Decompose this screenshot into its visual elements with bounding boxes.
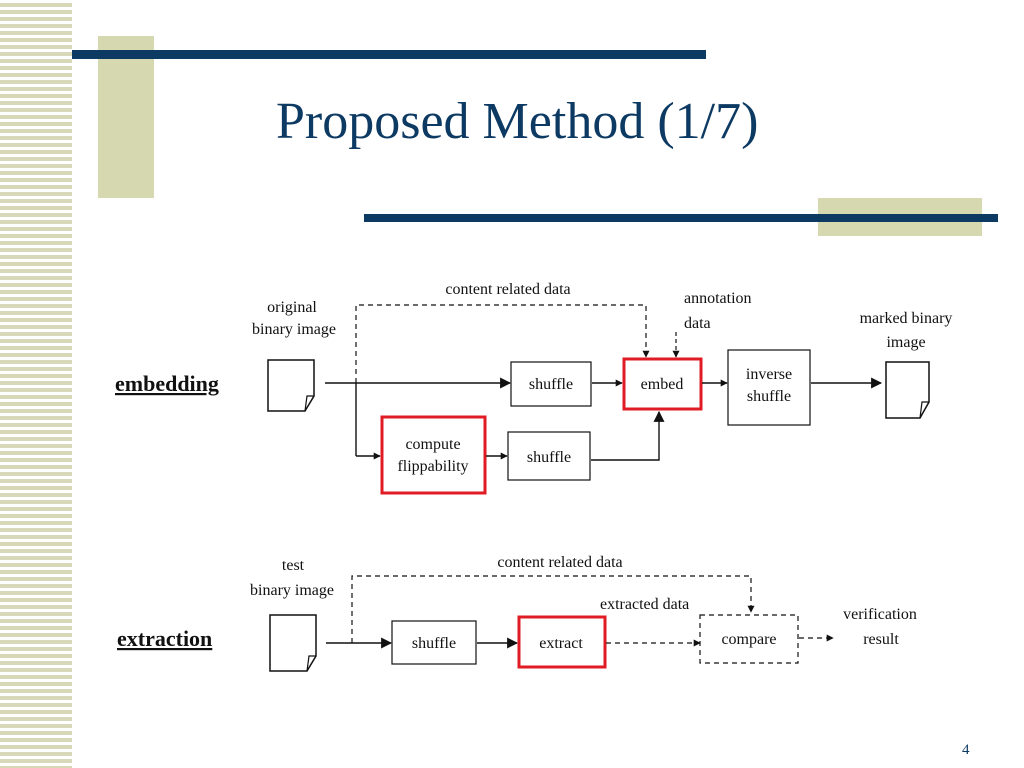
- inverse-shuffle-box: [727, 349, 811, 426]
- extracted-data-label: extracted data: [600, 596, 689, 613]
- embedding-section-label: embedding: [115, 371, 219, 396]
- annotation-label-line2: data: [684, 315, 711, 332]
- result-label-line1: verification: [843, 606, 917, 623]
- extract-box: [517, 615, 607, 669]
- original-label-line1: original: [267, 299, 317, 316]
- test-label-line2: binary image: [250, 582, 334, 599]
- striped-sidebar: [0, 0, 72, 768]
- embed-label: embed: [641, 376, 684, 393]
- inverse-shuffle-line1: inverse: [746, 366, 792, 383]
- original-label-line2: binary image: [252, 321, 336, 338]
- extraction-shuffle-box: [391, 620, 477, 665]
- compute-flippability-box: [380, 415, 487, 495]
- original-image-doc-icon: [267, 359, 315, 412]
- doc-fold-icon: [306, 655, 316, 672]
- marked-image-label-line2: image: [886, 334, 925, 351]
- content-data-label: content related data: [445, 281, 570, 298]
- doc-fold-icon: [304, 395, 314, 412]
- test-image-doc-icon: [269, 614, 317, 672]
- embed-box: [622, 357, 703, 411]
- compare-label: compare: [721, 631, 776, 648]
- compute-label-line2: flippability: [397, 458, 468, 475]
- page-number: 4: [962, 742, 970, 758]
- extraction-content-data-label: content related data: [497, 554, 622, 571]
- shuffle-1-box: [510, 361, 592, 407]
- shuffle-2-box: [507, 431, 591, 481]
- marked-image-label-line1: marked binary: [860, 310, 953, 327]
- annotation-label-line1: annotation: [684, 290, 752, 307]
- result-label-line2: result: [863, 631, 899, 648]
- deco-bar-bottom: [364, 214, 998, 222]
- compute-label-line1: compute: [405, 436, 460, 453]
- arrow-shuffle-2-to-embed: [591, 410, 665, 461]
- extraction-shuffle-label: shuffle: [412, 635, 456, 652]
- test-label-line1: test: [282, 557, 305, 574]
- shuffle-2-label: shuffle: [527, 449, 571, 466]
- compare-box: [699, 614, 799, 664]
- deco-bar-top: [72, 50, 706, 59]
- shuffle-1-label: shuffle: [529, 376, 573, 393]
- extraction-section-label: extraction: [117, 626, 212, 651]
- marked-image-doc-icon: [885, 361, 930, 419]
- content-data-dashed-path: [355, 304, 650, 383]
- slide-title: Proposed Method (1/7): [276, 93, 759, 150]
- deco-block-left: [98, 36, 154, 198]
- extract-label: extract: [539, 635, 583, 652]
- inverse-shuffle-line2: shuffle: [747, 388, 791, 405]
- doc-fold-icon: [919, 401, 929, 419]
